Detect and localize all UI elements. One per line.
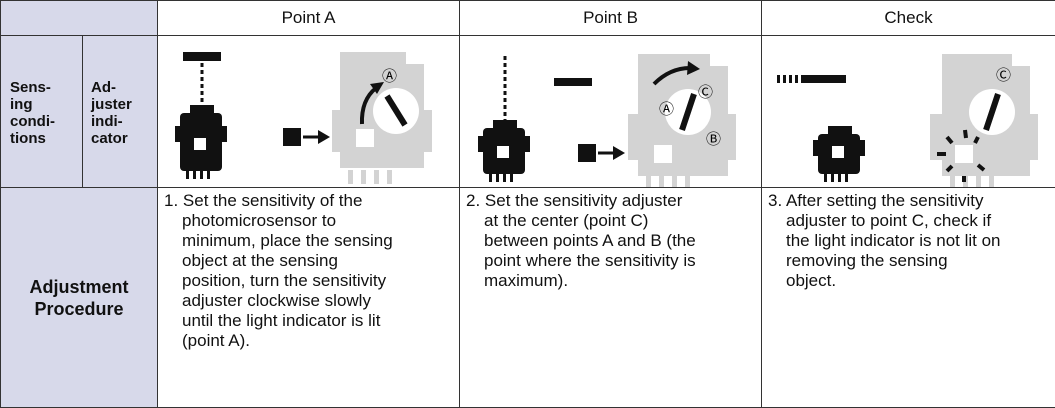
point-b-mark: Ⓑ [706,130,721,148]
point-a-diagram: Ⓐ [158,36,460,187]
step-line: until the light indicator is lit [164,311,453,331]
label-line: tions [10,130,82,147]
arrow-right-icon [613,146,625,160]
point-a-mark: Ⓐ [382,67,397,85]
label-line: indi- [91,113,132,130]
sensing-object-icon [777,75,846,83]
header-row: Point A Point B Check [1,1,1055,36]
point-c-mark: Ⓒ [996,66,1011,84]
indicator-square-icon [578,144,596,162]
step-line: maximum). [466,271,755,291]
label-line: Procedure [1,298,157,320]
sensing-conditions-row: Sens- ing condi- tions Ad- juster indi- … [1,36,1055,188]
adjuster-indicator-label: Ad- juster indi- cator [83,36,132,187]
sensor-dark-icon [813,126,865,182]
label-line: ing [10,96,82,113]
step-line: 2. Set the sensitivity adjuster [466,191,755,211]
adjustment-procedure-row: Adjustment Procedure 1. Set the sensitiv… [1,188,1055,408]
check-diagram: Ⓒ [762,36,1055,187]
sensor-dark-icon [478,120,530,182]
sensor-dark-icon [175,105,227,179]
arrow-right-icon [318,130,330,144]
header-check: Check [762,1,1055,36]
diagram-point-b-cell: Ⓒ Ⓐ Ⓑ [460,36,762,188]
label-line: Ad- [91,79,132,96]
sensing-conditions-label: Sens- ing condi- tions [1,36,83,187]
sensor-gray-icon [930,54,1038,187]
step-line: 1. Set the sensitivity of the [164,191,453,211]
diagram-check-cell: Ⓒ [762,36,1055,188]
header-point-b: Point B [460,1,762,36]
sensing-object-icon [183,52,221,61]
indicator-square-icon [283,128,301,146]
step-line: removing the sensing [768,251,1049,271]
diagram-point-a-cell: Ⓐ [158,36,460,188]
sensing-conditions-label-cell: Sens- ing condi- tions Ad- juster indi- … [1,36,158,188]
point-b-diagram: Ⓒ Ⓐ Ⓑ [460,36,762,187]
label-line: juster [91,96,132,113]
step-line: object at the sensing [164,251,453,271]
step-line: minimum, place the sensing [164,231,453,251]
point-c-mark: Ⓒ [698,83,713,101]
step-line: the light indicator is not lit on [768,231,1049,251]
step-line: position, turn the sensitivity [164,271,453,291]
step-line: 3. After setting the sensitivity [768,191,1049,211]
step-line: adjuster to point C, check if [768,211,1049,231]
step-line: (point A). [164,331,453,351]
label-line: Adjustment [1,276,157,298]
step-line: adjuster clockwise slowly [164,291,453,311]
step-2-text: 2. Set the sensitivity adjuster at the c… [460,188,762,408]
label-line: condi- [10,113,82,130]
step-line: between points A and B (the [466,231,755,251]
header-point-a: Point A [158,1,460,36]
step-line: photomicrosensor to [164,211,453,231]
point-a-mark: Ⓐ [659,100,674,118]
sensing-object-icon [554,78,592,86]
step-line: at the center (point C) [466,211,755,231]
step-line: point where the sensitivity is [466,251,755,271]
header-corner-cell [1,1,158,36]
step-line: object. [768,271,1049,291]
sensor-gray-icon [628,54,736,187]
label-line: cator [91,130,132,147]
step-1-text: 1. Set the sensitivity of the photomicro… [158,188,460,408]
step-3-text: 3. After setting the sensitivity adjuste… [762,188,1055,408]
label-line: Sens- [10,79,82,96]
adjustment-procedure-label: Adjustment Procedure [1,188,158,408]
